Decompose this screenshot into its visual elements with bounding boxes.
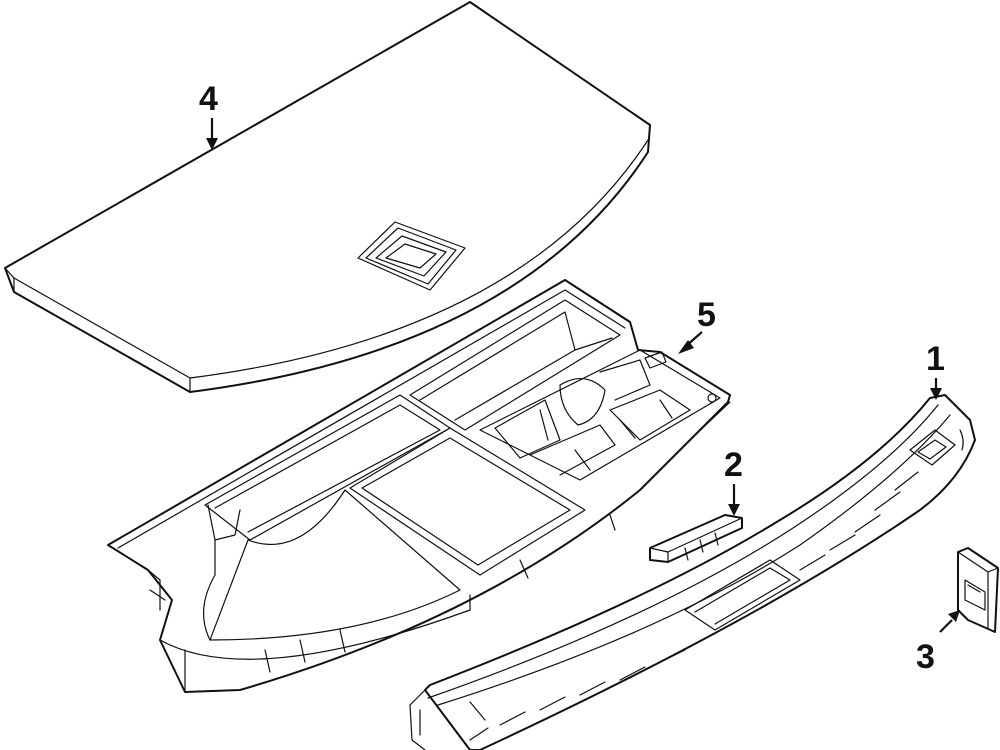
cover-handle [357,221,466,291]
part-2-bracket [649,514,743,563]
part-3-clip [957,547,999,633]
callout-1: 1 [926,340,945,378]
callout-4: 4 [199,80,218,118]
part-4-cargo-cover [4,1,651,393]
part-5-storage-tray [107,279,731,693]
callout-2: 2 [724,446,743,484]
part-1-sill-trim [409,394,976,750]
callout-3: 3 [916,638,935,676]
callout-arrows [206,118,960,633]
callout-5: 5 [697,296,716,334]
